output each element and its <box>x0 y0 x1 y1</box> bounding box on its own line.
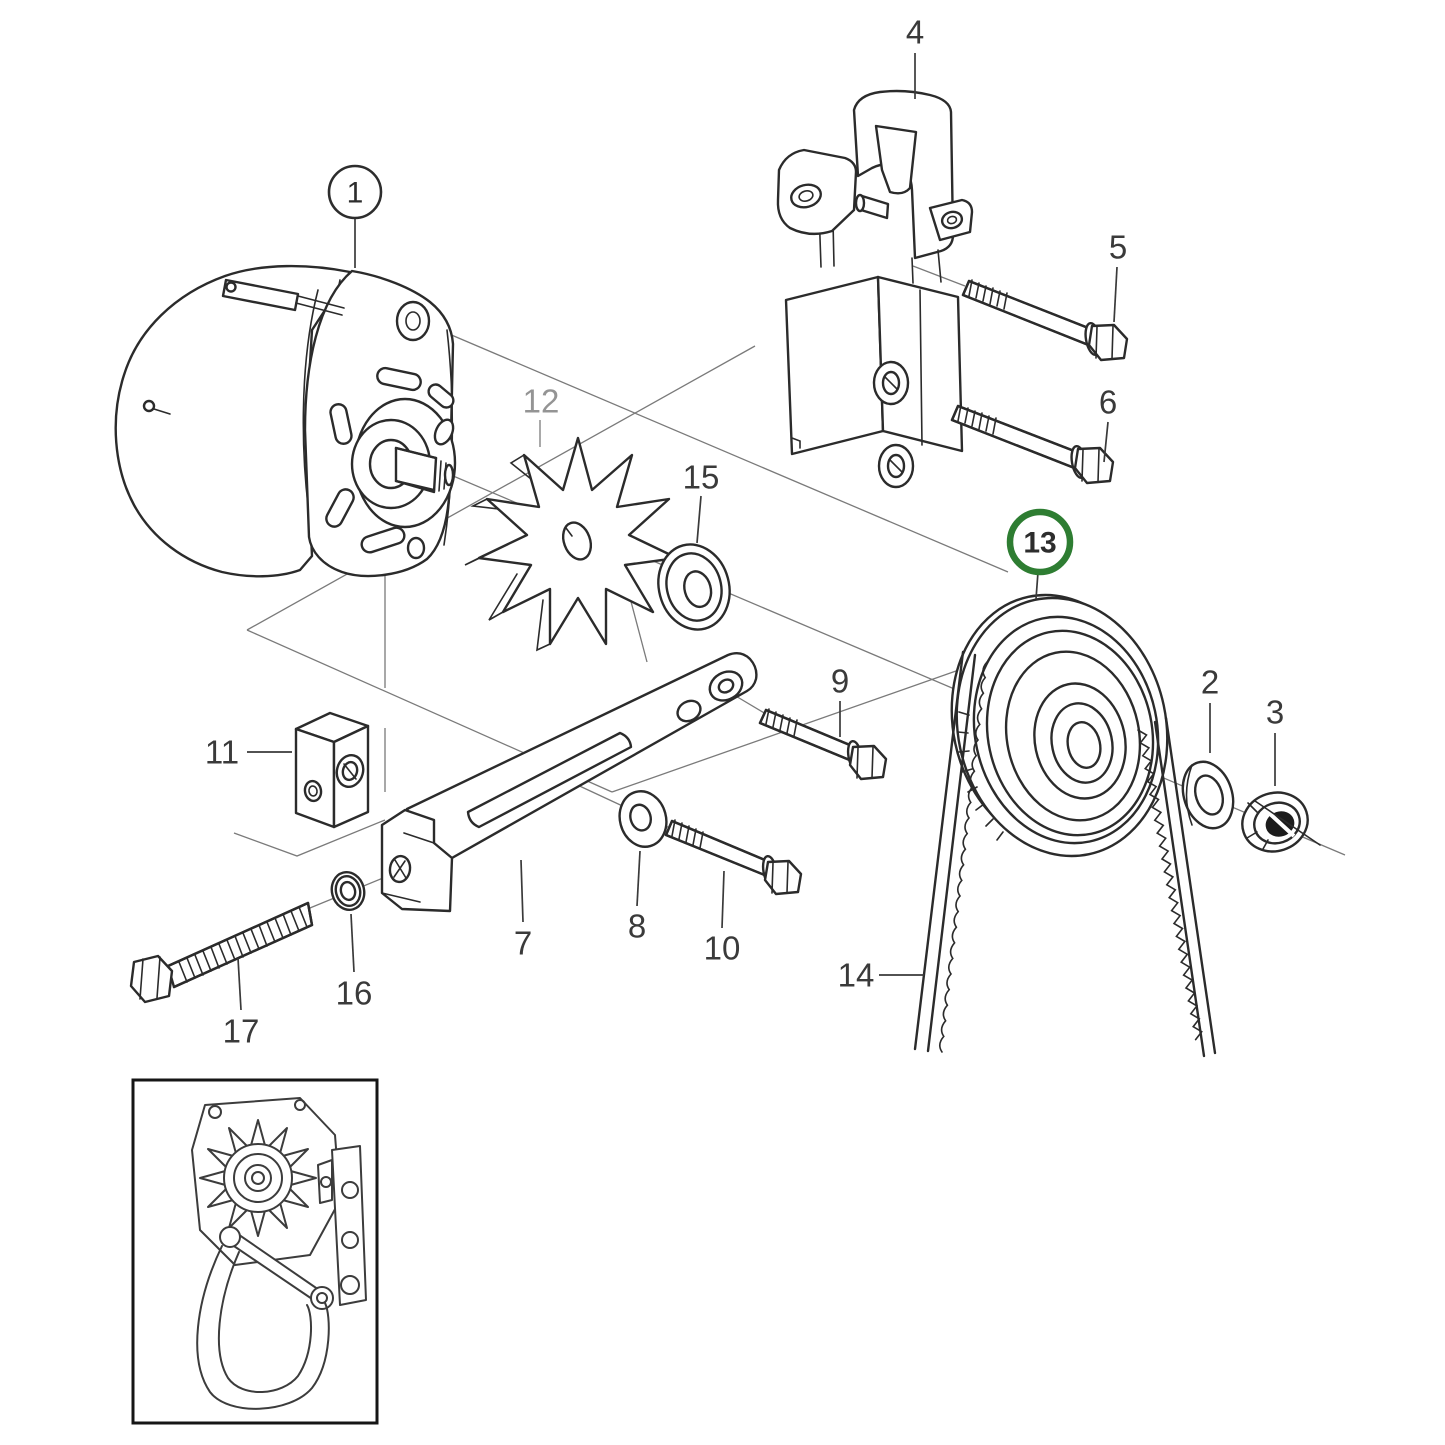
callout-15-label: 15 <box>683 459 720 496</box>
callout-17[interactable]: 17 <box>223 957 260 1050</box>
callout-2-label: 2 <box>1201 664 1219 701</box>
callout-10[interactable]: 10 <box>704 870 741 967</box>
part-alternator <box>114 264 457 578</box>
part-bracket-4 <box>776 89 974 489</box>
part-bolt-10 <box>664 819 803 896</box>
callout-7[interactable]: 7 <box>514 859 532 962</box>
callout-14[interactable]: 14 <box>838 957 924 994</box>
callout-13[interactable]: 13 <box>1006 508 1074 600</box>
callout-16-label: 16 <box>336 975 373 1012</box>
callout-5-label: 5 <box>1109 229 1127 266</box>
callout-6-label: 6 <box>1099 384 1117 421</box>
callout-13-label: 13 <box>1023 527 1056 560</box>
callout-6[interactable]: 6 <box>1099 384 1117 463</box>
callout-10-label: 10 <box>704 930 741 967</box>
callout-8[interactable]: 8 <box>628 850 646 945</box>
callout-8-label: 8 <box>628 908 646 945</box>
callout-5[interactable]: 5 <box>1109 229 1127 323</box>
callout-1-ring <box>327 164 383 220</box>
callout-13-highlight-ring <box>1006 508 1074 576</box>
callout-12[interactable]: 12 <box>523 383 560 448</box>
inset-assembled-view-thumbnail <box>131 1078 379 1425</box>
part-washer-2 <box>1181 760 1235 830</box>
callout-12-label: 12 <box>523 383 560 420</box>
callout-9-label: 9 <box>831 663 849 700</box>
callout-1-label: 1 <box>347 177 364 210</box>
callout-3-label: 3 <box>1266 694 1284 731</box>
part-adjuster-arm-7 <box>380 652 758 913</box>
construction-lines <box>233 265 1346 911</box>
part-bolt-17 <box>129 901 314 1004</box>
callout-16[interactable]: 16 <box>336 913 373 1012</box>
callout-4[interactable]: 4 <box>906 14 924 100</box>
callout-1[interactable]: 1 <box>327 164 383 268</box>
part-spacer-block-11 <box>294 711 370 829</box>
part-washer-16 <box>330 870 366 912</box>
callout-7-label: 7 <box>514 925 532 962</box>
callout-15[interactable]: 15 <box>683 459 720 544</box>
part-nut-3 <box>1241 791 1321 853</box>
part-bolt-9 <box>758 708 888 781</box>
callout-9[interactable]: 9 <box>831 663 849 738</box>
callout-17-label: 17 <box>223 1013 260 1050</box>
part-spacer-15 <box>657 543 731 631</box>
callout-4-label: 4 <box>906 14 924 51</box>
part-pulley-13 <box>950 593 1169 858</box>
part-fan-12 <box>464 436 679 652</box>
part-bolt-6 <box>950 404 1115 485</box>
callout-14-label: 14 <box>838 957 875 994</box>
part-bolt-5 <box>961 279 1129 362</box>
part-belt-14 <box>913 650 1217 1058</box>
callout-11-label: 11 <box>205 734 239 771</box>
part-washer-8 <box>618 790 668 848</box>
callout-2[interactable]: 2 <box>1201 664 1219 754</box>
callout-11[interactable]: 11 <box>205 734 292 771</box>
callout-3[interactable]: 3 <box>1266 694 1284 787</box>
